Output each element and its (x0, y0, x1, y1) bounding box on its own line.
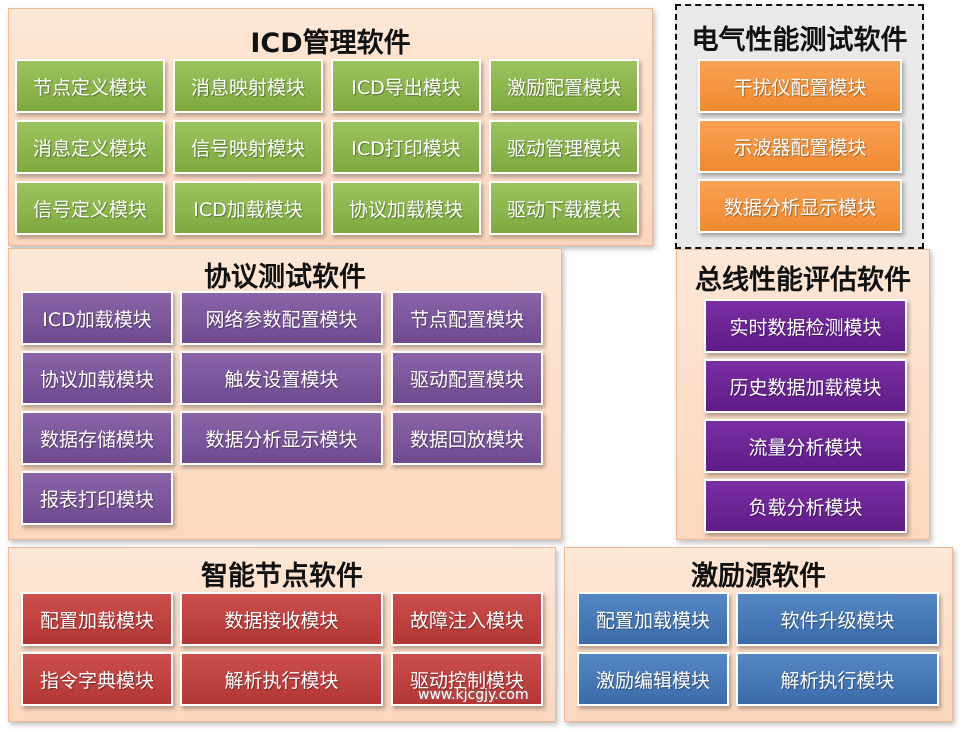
bus-module[interactable]: 历史数据加载模块 (704, 359, 907, 413)
protocol-module[interactable]: ICD加载模块 (21, 291, 173, 345)
stim-module[interactable]: 解析执行模块 (736, 652, 939, 706)
smart-module[interactable]: 数据接收模块 (180, 592, 383, 646)
protocol-panel: 协议测试软件 ICD加载模块 网络参数配置模块 节点配置模块 协议加载模块 触发… (8, 248, 562, 540)
protocol-module[interactable]: 报表打印模块 (21, 471, 173, 525)
bus-module[interactable]: 实时数据检测模块 (704, 299, 907, 353)
icd-module[interactable]: 激励配置模块 (489, 59, 639, 113)
stim-panel: 激励源软件 配置加载模块 软件升级模块 激励编辑模块 解析执行模块 (564, 547, 953, 722)
bus-panel-title: 总线性能评估软件 (695, 265, 911, 296)
electrical-module[interactable]: 干扰仪配置模块 (698, 59, 902, 113)
protocol-module[interactable]: 节点配置模块 (391, 291, 543, 345)
icd-module[interactable]: 协议加载模块 (331, 181, 481, 235)
icd-module[interactable]: 消息定义模块 (15, 120, 165, 174)
bus-module[interactable]: 负载分析模块 (704, 479, 907, 533)
bus-panel: 总线性能评估软件 实时数据检测模块 历史数据加载模块 流量分析模块 负载分析模块 (676, 249, 930, 540)
icd-module[interactable]: 信号定义模块 (15, 181, 165, 235)
icd-module[interactable]: ICD导出模块 (331, 59, 481, 113)
icd-module[interactable]: ICD打印模块 (331, 120, 481, 174)
icd-module[interactable]: 消息映射模块 (173, 59, 323, 113)
electrical-module[interactable]: 示波器配置模块 (698, 119, 902, 173)
icd-module[interactable]: 驱动管理模块 (489, 120, 639, 174)
protocol-module[interactable]: 数据分析显示模块 (180, 411, 383, 465)
smart-panel: 智能节点软件 配置加载模块 数据接收模块 故障注入模块 指令字典模块 解析执行模… (8, 547, 556, 722)
smart-module[interactable]: 故障注入模块 (391, 592, 543, 646)
protocol-module[interactable]: 数据存储模块 (21, 411, 173, 465)
icd-panel: ICD管理软件 节点定义模块 消息映射模块 ICD导出模块 激励配置模块 消息定… (8, 8, 653, 246)
smart-panel-title: 智能节点软件 (201, 561, 363, 592)
smart-module[interactable]: 解析执行模块 (180, 652, 383, 706)
icd-module[interactable]: 驱动下载模块 (489, 181, 639, 235)
electrical-panel-title: 电气性能测试软件 (691, 25, 908, 56)
icd-module[interactable]: 信号映射模块 (173, 120, 323, 174)
icd-panel-title: ICD管理软件 (250, 28, 411, 59)
stim-module[interactable]: 配置加载模块 (577, 592, 729, 646)
protocol-module[interactable]: 数据回放模块 (391, 411, 543, 465)
protocol-module[interactable]: 触发设置模块 (180, 351, 383, 405)
protocol-module[interactable]: 驱动配置模块 (391, 351, 543, 405)
icd-module[interactable]: ICD加载模块 (173, 181, 323, 235)
smart-module[interactable]: 指令字典模块 (21, 652, 173, 706)
stim-panel-title: 激励源软件 (691, 561, 826, 592)
electrical-module[interactable]: 数据分析显示模块 (698, 179, 902, 233)
protocol-panel-title: 协议测试软件 (204, 262, 366, 293)
stim-module[interactable]: 软件升级模块 (736, 592, 939, 646)
watermark-text: www.kjcgjy.com (418, 687, 529, 703)
bus-module[interactable]: 流量分析模块 (704, 419, 907, 473)
icd-module[interactable]: 节点定义模块 (15, 59, 165, 113)
smart-module[interactable]: 驱动控制模块 (391, 652, 543, 706)
protocol-module[interactable]: 协议加载模块 (21, 351, 173, 405)
electrical-panel: 电气性能测试软件 干扰仪配置模块 示波器配置模块 数据分析显示模块 (675, 4, 924, 249)
smart-module[interactable]: 配置加载模块 (21, 592, 173, 646)
protocol-module[interactable]: 网络参数配置模块 (180, 291, 383, 345)
stim-module[interactable]: 激励编辑模块 (577, 652, 729, 706)
